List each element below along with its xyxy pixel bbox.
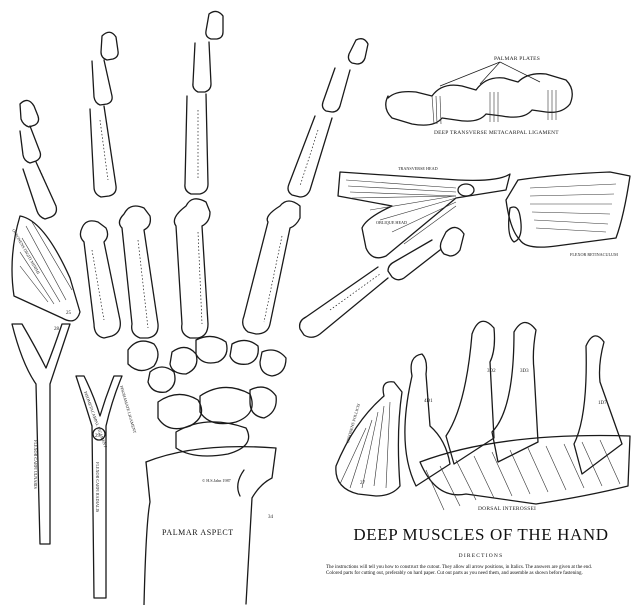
hand-skeleton bbox=[20, 11, 464, 605]
instructions-text: The instructions will tell you how to co… bbox=[316, 565, 638, 578]
label-flexor-carpi-radialis: FLEXOR CARPI RADIALIS bbox=[95, 462, 100, 513]
palmar-plates-piece bbox=[386, 62, 573, 125]
label-palmar-plates: PALMAR PLATES bbox=[494, 56, 540, 62]
label-4d1: 4D1 bbox=[424, 399, 433, 404]
label-transverse-head: TRANSVERSE HEAD bbox=[398, 166, 438, 171]
label-n27: 27 bbox=[360, 481, 366, 486]
flexor-carpi-ulnaris-strip bbox=[12, 324, 70, 544]
flexor-retinaculum-piece bbox=[506, 172, 630, 247]
label-3d2: 3D2 bbox=[487, 369, 496, 374]
label-dorsal-interossei: DORSAL INTEROSSEI bbox=[478, 506, 536, 512]
label-flexor-carpi-ulnaris: FLEXOR CARPI ULNARIS bbox=[33, 440, 38, 490]
instructions-heading: DIRECTIONS bbox=[336, 553, 626, 559]
page-title: DEEP MUSCLES OF THE HAND bbox=[336, 525, 626, 545]
label-pisometacarpal: PISOMETACARPAL LIGAMENT bbox=[83, 391, 108, 449]
label-1d7: 1D7 bbox=[598, 401, 607, 406]
label-3d3: 3D3 bbox=[520, 369, 529, 374]
label-n25: 25 bbox=[66, 311, 72, 316]
label-pisohamate: PISOHAMATE LIGAMENT bbox=[119, 385, 138, 434]
hand-caption: PALMAR ASPECT bbox=[162, 528, 234, 537]
label-deep-ligament: DEEP TRANSVERSE METACARPAL LIGAMENT bbox=[434, 130, 559, 136]
label-flexor-retinaculum: FLEXOR RETINACULUM bbox=[570, 252, 618, 257]
label-n28: 28 bbox=[54, 327, 60, 332]
label-oblique-head: OBLIQUE HEAD bbox=[376, 220, 407, 225]
dorsal-interossei-piece bbox=[405, 321, 630, 510]
label-opponens-digiti: OPPONENS DIGITI MINIMI bbox=[11, 228, 41, 275]
copyright-mark: © H.S.Jahn 1987 bbox=[202, 478, 231, 483]
opponens-digiti-piece bbox=[12, 216, 80, 321]
label-n29: 29 bbox=[95, 434, 101, 439]
label-n34: 34 bbox=[268, 515, 274, 520]
instructions-paragraph: Colored parts for cutting out, preferabl… bbox=[316, 571, 638, 577]
